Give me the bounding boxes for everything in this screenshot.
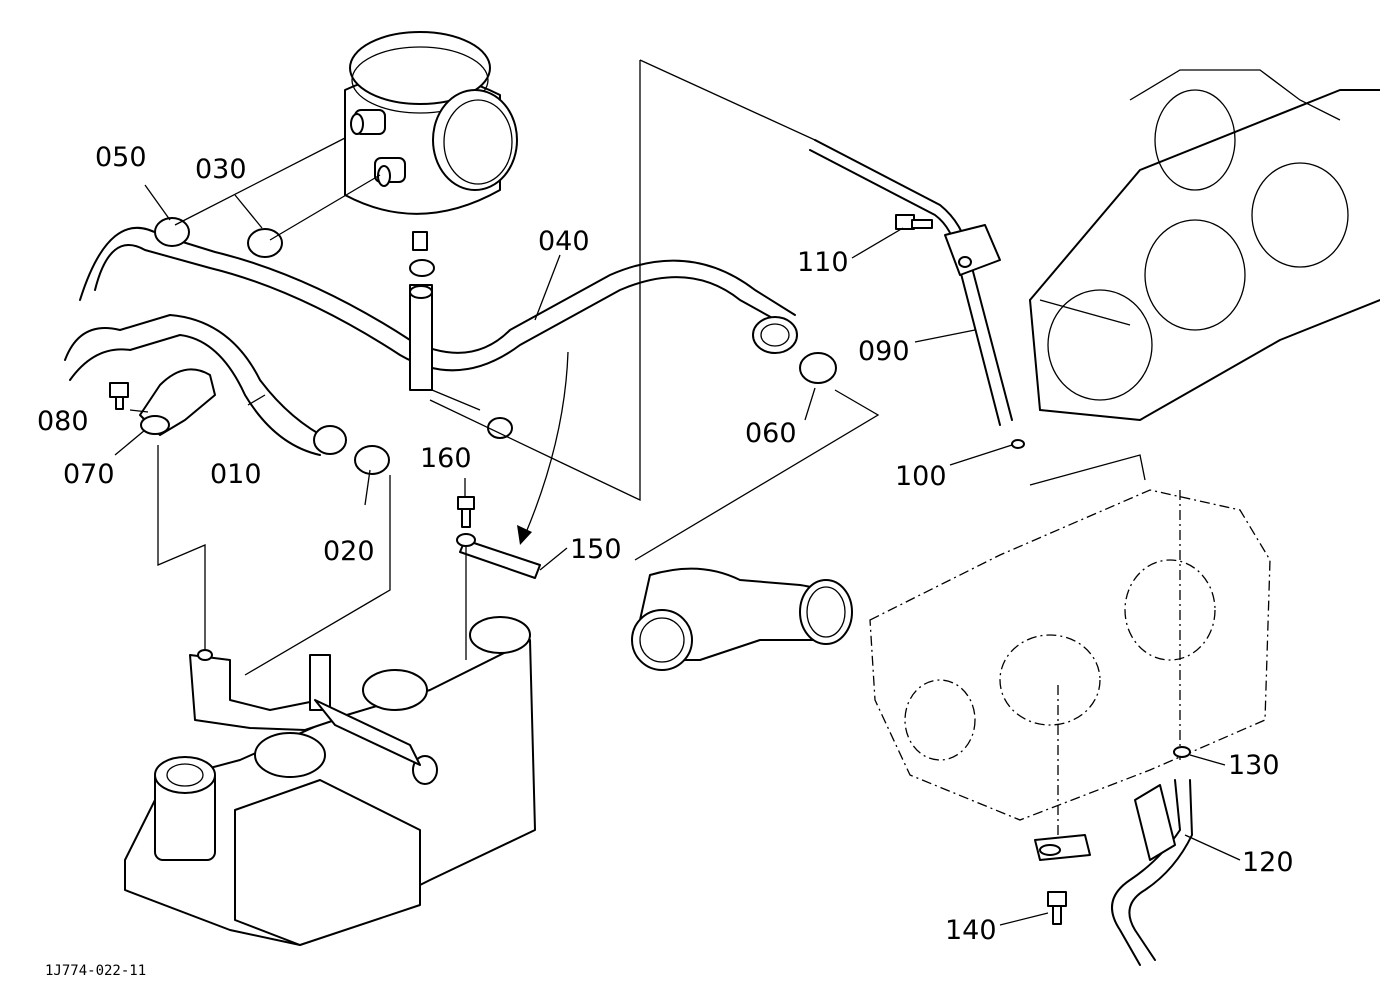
strap-illustration — [456, 496, 541, 579]
part-label-120: 120 — [1242, 847, 1294, 878]
part-label-040: 040 — [538, 226, 590, 257]
cylinder-head-illustration — [124, 616, 536, 946]
dipstick-guide-illustration — [809, 139, 1025, 449]
part-label-110: 110 — [797, 247, 849, 278]
elbow-pipe-illustration — [631, 567, 853, 671]
part-label-150: 150 — [570, 534, 622, 565]
document-code: 1J774-022-11 — [45, 963, 146, 979]
part-label-160: 160 — [420, 443, 472, 474]
engine-gasket-illustration — [1029, 69, 1380, 421]
part-callouts: 050 030 040 080 070 010 020 160 150 060 … — [37, 142, 1294, 946]
crankcase-illustration — [869, 489, 1271, 840]
part-label-090: 090 — [858, 336, 910, 367]
part-label-080: 080 — [37, 406, 89, 437]
part-label-140: 140 — [945, 915, 997, 946]
leader-lines — [114, 59, 1241, 926]
oil-separator-illustration — [344, 31, 518, 251]
hose-clamp-illustrations — [154, 217, 837, 475]
part-label-020: 020 — [323, 536, 375, 567]
hose-illustrations — [64, 226, 798, 456]
part-label-050: 050 — [95, 142, 147, 173]
part-label-130: 130 — [1228, 750, 1280, 781]
pipe-clip-illustration — [109, 368, 216, 436]
part-label-010: 010 — [210, 459, 262, 490]
part-label-100: 100 — [895, 461, 947, 492]
part-label-070: 070 — [63, 459, 115, 490]
oil-pipe-illustration — [1034, 746, 1193, 966]
part-label-060: 060 — [745, 418, 797, 449]
part-label-030: 030 — [195, 154, 247, 185]
